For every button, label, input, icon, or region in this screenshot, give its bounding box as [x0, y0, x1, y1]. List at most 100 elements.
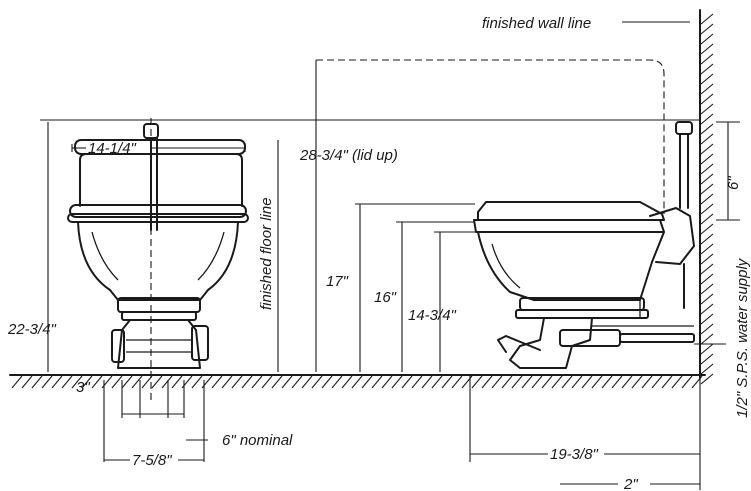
wall-hatch-mark — [700, 103, 714, 115]
front-view-toilet — [67, 118, 249, 402]
wall-hatch-mark — [700, 283, 714, 295]
floor-hatch-mark — [321, 375, 333, 389]
floor-hatch-mark — [291, 375, 303, 389]
wall-hatch-mark — [700, 33, 714, 45]
floor-hatch-mark — [41, 375, 53, 389]
wall-hatch-mark — [700, 173, 714, 185]
floor-hatch-mark — [481, 375, 493, 389]
floor-hatch-mark — [591, 375, 603, 389]
floor-hatch-mark — [191, 375, 203, 389]
floor-hatch-mark — [581, 375, 593, 389]
label-rim-height: 14-3/4" — [408, 307, 457, 324]
wall-hatch-mark — [700, 213, 714, 225]
wall-hatch-mark — [700, 183, 714, 195]
floor-hatch-mark — [71, 375, 83, 389]
floor-hatch-mark — [601, 375, 613, 389]
wall-hatch-mark — [700, 343, 714, 355]
floor-hatch-mark — [501, 375, 513, 389]
floor-hatch-mark — [441, 375, 453, 389]
floor-hatch-mark — [271, 375, 283, 389]
floor — [9, 374, 706, 389]
floor-hatch-mark — [621, 375, 633, 389]
label-overall-height-front: 22-3/4" — [7, 321, 57, 338]
wall-hatch-mark — [700, 143, 714, 155]
label-nominal: 6" nominal — [222, 432, 293, 449]
floor-hatch-mark — [521, 375, 533, 389]
label-depth: 19-3/8" — [550, 446, 599, 463]
floor-hatch-mark — [371, 375, 383, 389]
wall-hatch-mark — [700, 193, 714, 205]
floor-hatch-mark — [241, 375, 253, 389]
label-finished-floor-line: finished floor line — [258, 197, 275, 310]
floor-hatch-mark — [411, 375, 423, 389]
floor-hatch-mark — [21, 375, 33, 389]
wall-hatch-mark — [700, 83, 714, 95]
dimension-labels: finished wall line 14-1/4" 28-3/4" (lid … — [7, 15, 751, 491]
wall-hatch-mark — [700, 293, 714, 305]
wall-hatch-mark — [700, 363, 714, 375]
wall-hatch-mark — [700, 253, 714, 265]
wall-hatch-mark — [700, 223, 714, 235]
wall-hatch-mark — [700, 313, 714, 325]
floor-hatch-mark — [161, 375, 173, 389]
floor-hatch-mark — [171, 375, 183, 389]
floor-hatch-mark — [11, 375, 23, 389]
label-seat-height: 17" — [326, 273, 349, 290]
wall-hatch-mark — [700, 73, 714, 85]
floor-hatch-mark — [301, 375, 313, 389]
wall — [699, 9, 714, 385]
wall-hatch-mark — [700, 273, 714, 285]
floor-hatch-mark — [221, 375, 233, 389]
label-water-supply: 1/2" S.P.S. water supply — [734, 257, 751, 418]
wall-hatch-mark — [700, 93, 714, 105]
wall-hatch-mark — [700, 63, 714, 75]
floor-hatch-mark — [511, 375, 523, 389]
floor-hatch-mark — [141, 375, 153, 389]
floor-hatch-mark — [571, 375, 583, 389]
floor-hatch-mark — [401, 375, 413, 389]
floor-hatch-mark — [311, 375, 323, 389]
wall-hatch-mark — [700, 323, 714, 335]
floor-hatch-mark — [541, 375, 553, 389]
label-bolt-spacing: 3" — [76, 379, 90, 396]
floor-hatch-mark — [631, 375, 643, 389]
floor-hatch-mark — [451, 375, 463, 389]
floor-hatch-mark — [561, 375, 573, 389]
floor-hatch-mark — [31, 375, 43, 389]
floor-hatch-mark — [431, 375, 443, 389]
wall-hatch-mark — [700, 303, 714, 315]
label-base-width: 7-5/8" — [132, 452, 172, 469]
floor-hatch-mark — [651, 375, 663, 389]
wall-hatch-mark — [700, 153, 714, 165]
side-view-toilet — [316, 59, 695, 369]
floor-hatch-mark — [531, 375, 543, 389]
floor-hatch-mark — [671, 375, 683, 389]
floor-hatch-mark — [111, 375, 123, 389]
floor-hatch-mark — [491, 375, 503, 389]
label-depth-bottom: 2" — [623, 476, 638, 491]
wall-hatch-mark — [700, 53, 714, 65]
wall-hatch-mark — [700, 23, 714, 35]
floor-hatch-mark — [61, 375, 73, 389]
wall-hatch-mark — [700, 203, 714, 215]
wall-hatch-mark — [700, 353, 714, 365]
floor-hatch-mark — [351, 375, 363, 389]
label-width-top: 14-1/4" — [88, 140, 137, 157]
wall-hatch-mark — [700, 333, 714, 345]
floor-hatch-mark — [611, 375, 623, 389]
floor-hatch-mark — [251, 375, 263, 389]
wall-hatch-mark — [700, 123, 714, 135]
floor-hatch-mark — [91, 375, 103, 389]
floor-hatch-mark — [421, 375, 433, 389]
wall-hatch-mark — [700, 263, 714, 275]
floor-hatch-mark — [51, 375, 63, 389]
wall-hatch-mark — [700, 133, 714, 145]
wall-hatch-mark — [700, 163, 714, 175]
wall-hatch-mark — [700, 43, 714, 55]
wall-hatch-mark — [700, 13, 714, 25]
floor-hatch-mark — [211, 375, 223, 389]
wall-hatch-mark — [700, 233, 714, 245]
label-finished-wall-line: finished wall line — [482, 15, 591, 32]
